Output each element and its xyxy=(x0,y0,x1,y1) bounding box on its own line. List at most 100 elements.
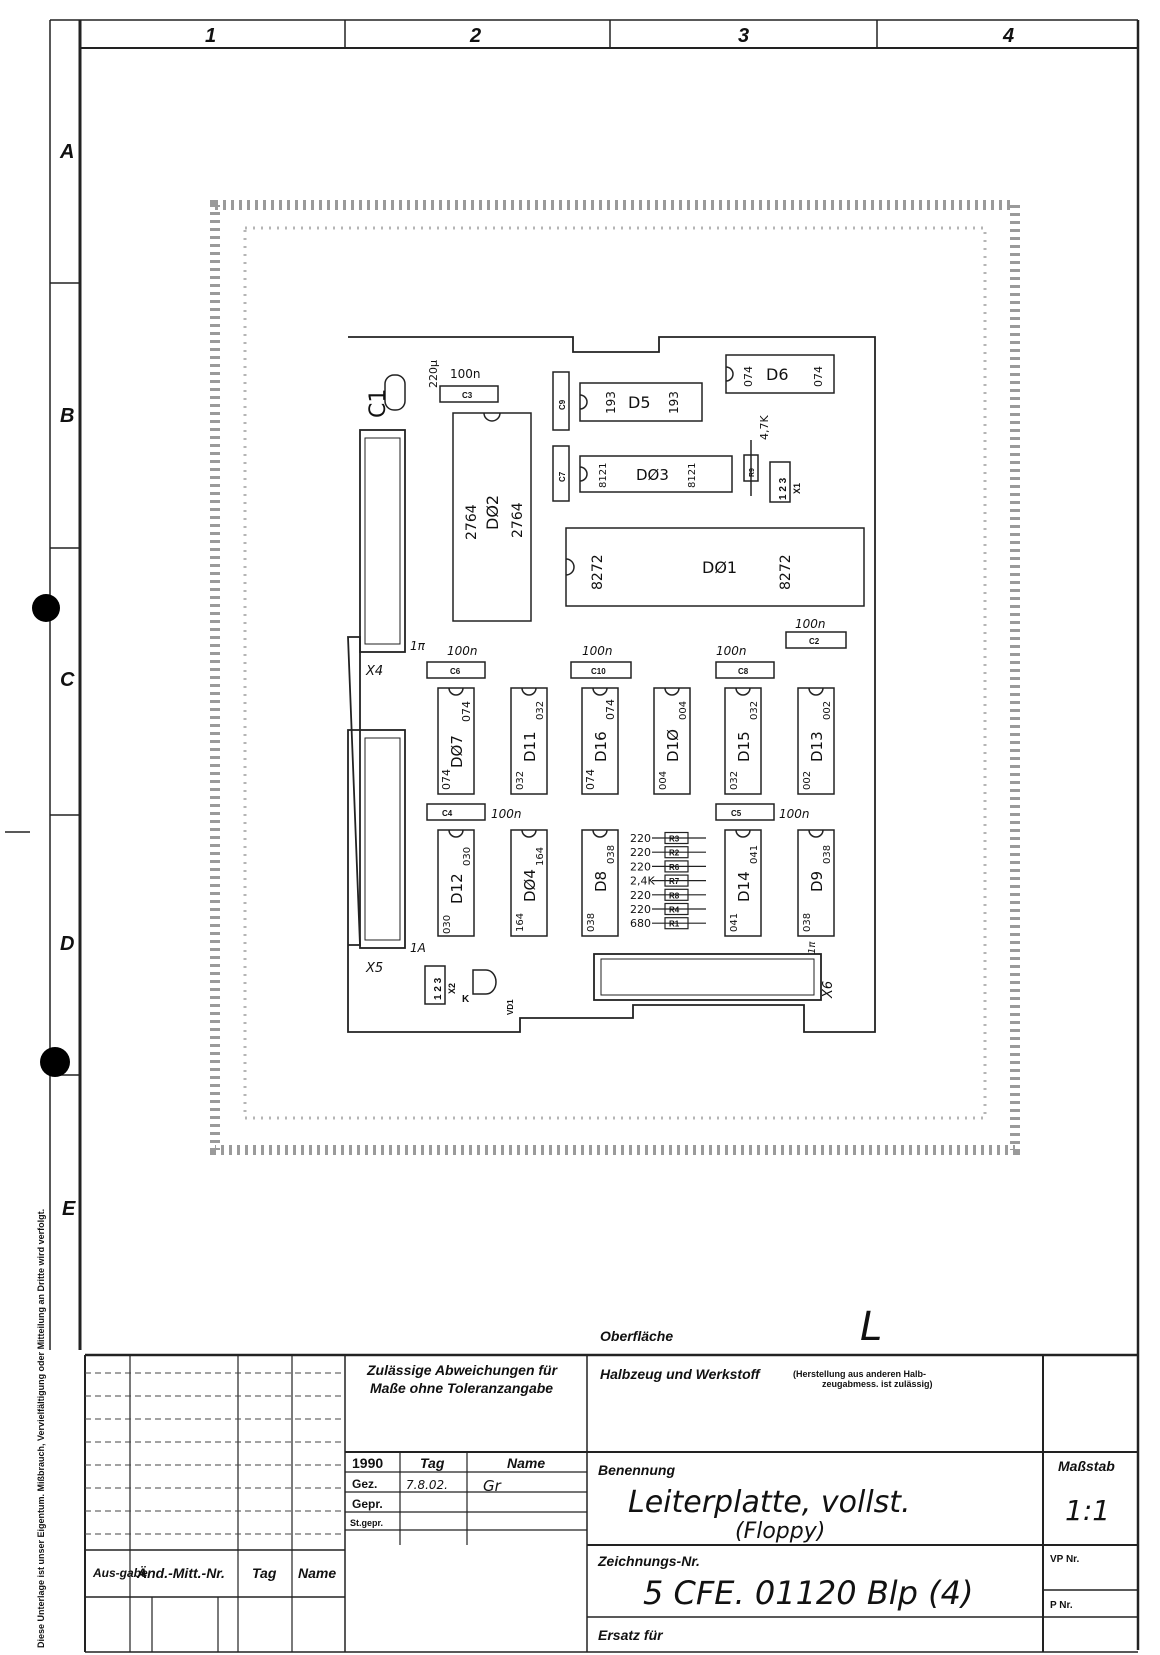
svg-text:193: 193 xyxy=(667,391,681,414)
material-note-2: zeugabmess. ist zulässig) xyxy=(822,1379,933,1389)
svg-text:220μ: 220μ xyxy=(427,360,440,388)
svg-text:038: 038 xyxy=(802,913,813,932)
sheet-frame xyxy=(5,19,1140,1650)
row-label-d: D xyxy=(60,933,74,955)
capacitor-c6: C6 100n xyxy=(426,644,486,679)
svg-text:D16: D16 xyxy=(592,731,610,762)
year-label: 1990 xyxy=(352,1455,383,1471)
resistor-label: R1 xyxy=(669,920,680,929)
resistor-r8: R8 220 xyxy=(630,888,706,902)
svg-text:074: 074 xyxy=(440,769,453,790)
svg-text:041: 041 xyxy=(729,913,740,932)
capacitor-c7: C7 xyxy=(552,445,570,502)
svg-text:4,7K: 4,7K xyxy=(758,415,771,440)
ic-d6: D6 074 074 xyxy=(725,354,835,394)
svg-text:041: 041 xyxy=(749,845,760,864)
resistor-label: R8 xyxy=(669,891,680,900)
ic-d14: D14 041 041 xyxy=(724,829,762,937)
checked-label: Gepr. xyxy=(352,1497,383,1511)
col-label-4: 4 xyxy=(1002,25,1014,47)
svg-text:C4: C4 xyxy=(442,809,453,818)
drawing-subtitle: (Floppy) xyxy=(735,1519,825,1544)
svg-text:K: K xyxy=(462,994,470,1005)
tolerance-line-2: Maße ohne Toleranzangabe xyxy=(370,1380,553,1396)
capacitor-c5: C5 100n xyxy=(715,803,810,821)
scale-label: Maßstab xyxy=(1058,1458,1115,1474)
svg-text:8272: 8272 xyxy=(590,554,606,590)
ic-d02: DØ2 2764 2764 xyxy=(452,412,532,622)
svg-text:030: 030 xyxy=(462,847,473,866)
svg-text:D11: D11 xyxy=(521,731,539,762)
resistor-value: 220 xyxy=(630,889,651,902)
row-label-a: A xyxy=(59,141,74,163)
svg-text:038: 038 xyxy=(606,845,617,864)
svg-text:C10: C10 xyxy=(591,667,606,676)
svg-text:DØ3: DØ3 xyxy=(636,466,669,484)
svg-text:C8: C8 xyxy=(738,667,749,676)
change-no-label: Änd.-Mitt.-Nr. xyxy=(136,1565,225,1581)
row-label-b: B xyxy=(60,405,74,427)
designation-label: Benennung xyxy=(598,1462,675,1478)
resistor-r7: R72,4K xyxy=(630,874,706,888)
svg-text:1A: 1A xyxy=(410,941,426,955)
svg-text:VD1: VD1 xyxy=(506,999,515,1015)
diode-vd1: K VD1 xyxy=(462,969,515,1015)
ic-d10: D1Ø 004 004 xyxy=(653,687,691,795)
punch-hole-top xyxy=(32,594,60,622)
title-block-text: Zulässige Abweichungen für Maße ohne Tol… xyxy=(92,1362,1115,1643)
svg-text:032: 032 xyxy=(729,771,740,790)
svg-text:2764: 2764 xyxy=(510,502,526,538)
svg-text:C7: C7 xyxy=(558,471,567,482)
svg-text:X2: X2 xyxy=(447,983,457,994)
svg-text:004: 004 xyxy=(658,771,669,790)
svg-text:032: 032 xyxy=(749,701,760,720)
svg-text:D13: D13 xyxy=(808,731,826,762)
ic-d8: D8 038 038 xyxy=(581,829,619,937)
capacitor-c3: C3 100n xyxy=(439,367,499,403)
svg-text:100n: 100n xyxy=(447,644,478,658)
svg-text:X4: X4 xyxy=(365,664,383,679)
svg-text:032: 032 xyxy=(535,701,546,720)
svg-text:074: 074 xyxy=(584,769,597,790)
svg-text:D9: D9 xyxy=(808,871,826,892)
surface-label: Oberfläche xyxy=(600,1328,673,1344)
grid-labels: 1 2 3 4 A B C D E xyxy=(59,25,1014,1220)
svg-text:100n: 100n xyxy=(779,807,810,821)
svg-text:D8: D8 xyxy=(592,871,610,892)
punch-hole-bottom xyxy=(40,1047,70,1077)
svg-text:C1: C1 xyxy=(366,389,391,418)
resistor-label: R6 xyxy=(669,863,680,872)
col-label-2: 2 xyxy=(469,25,481,47)
svg-text:030: 030 xyxy=(442,915,453,934)
capacitor-c2: C2 100n xyxy=(785,617,847,649)
svg-text:074: 074 xyxy=(460,701,473,722)
rev-name-label: Name xyxy=(298,1565,336,1581)
row-label-c: C xyxy=(60,669,75,691)
row-label-e: E xyxy=(62,1198,76,1220)
svg-text:DØ7: DØ7 xyxy=(448,735,466,768)
resistor-value: 220 xyxy=(630,860,651,873)
rev-date-label: Tag xyxy=(252,1565,277,1581)
ic-d03: DØ3 8121 8121 xyxy=(579,455,733,493)
drawing-number: 5 CFE. 01120 Blp (4) xyxy=(643,1574,973,1612)
ic-d11: D11 032 032 xyxy=(510,687,548,795)
ic-d07: DØ7 074 074 xyxy=(437,687,475,795)
svg-text:X1: X1 xyxy=(792,483,802,494)
capacitor-c1: C1 220μ xyxy=(366,360,440,418)
svg-text:193: 193 xyxy=(604,391,618,414)
svg-text:C5: C5 xyxy=(731,809,742,818)
resistor-value: 2,4K xyxy=(630,875,655,888)
svg-text:074: 074 xyxy=(604,699,617,720)
svg-text:X6: X6 xyxy=(821,981,836,999)
resistor-value: 220 xyxy=(630,903,651,916)
svg-text:100n: 100n xyxy=(450,367,481,381)
ic-d15: D15 032 032 xyxy=(724,687,762,795)
drawing-no-label: Zeichnungs-Nr. xyxy=(597,1553,700,1569)
ic-d04: DØ4 164 164 xyxy=(510,829,548,937)
svg-text:002: 002 xyxy=(822,701,833,720)
board-outline xyxy=(347,336,876,1033)
svg-text:X5: X5 xyxy=(365,961,383,976)
svg-text:164: 164 xyxy=(535,847,546,866)
